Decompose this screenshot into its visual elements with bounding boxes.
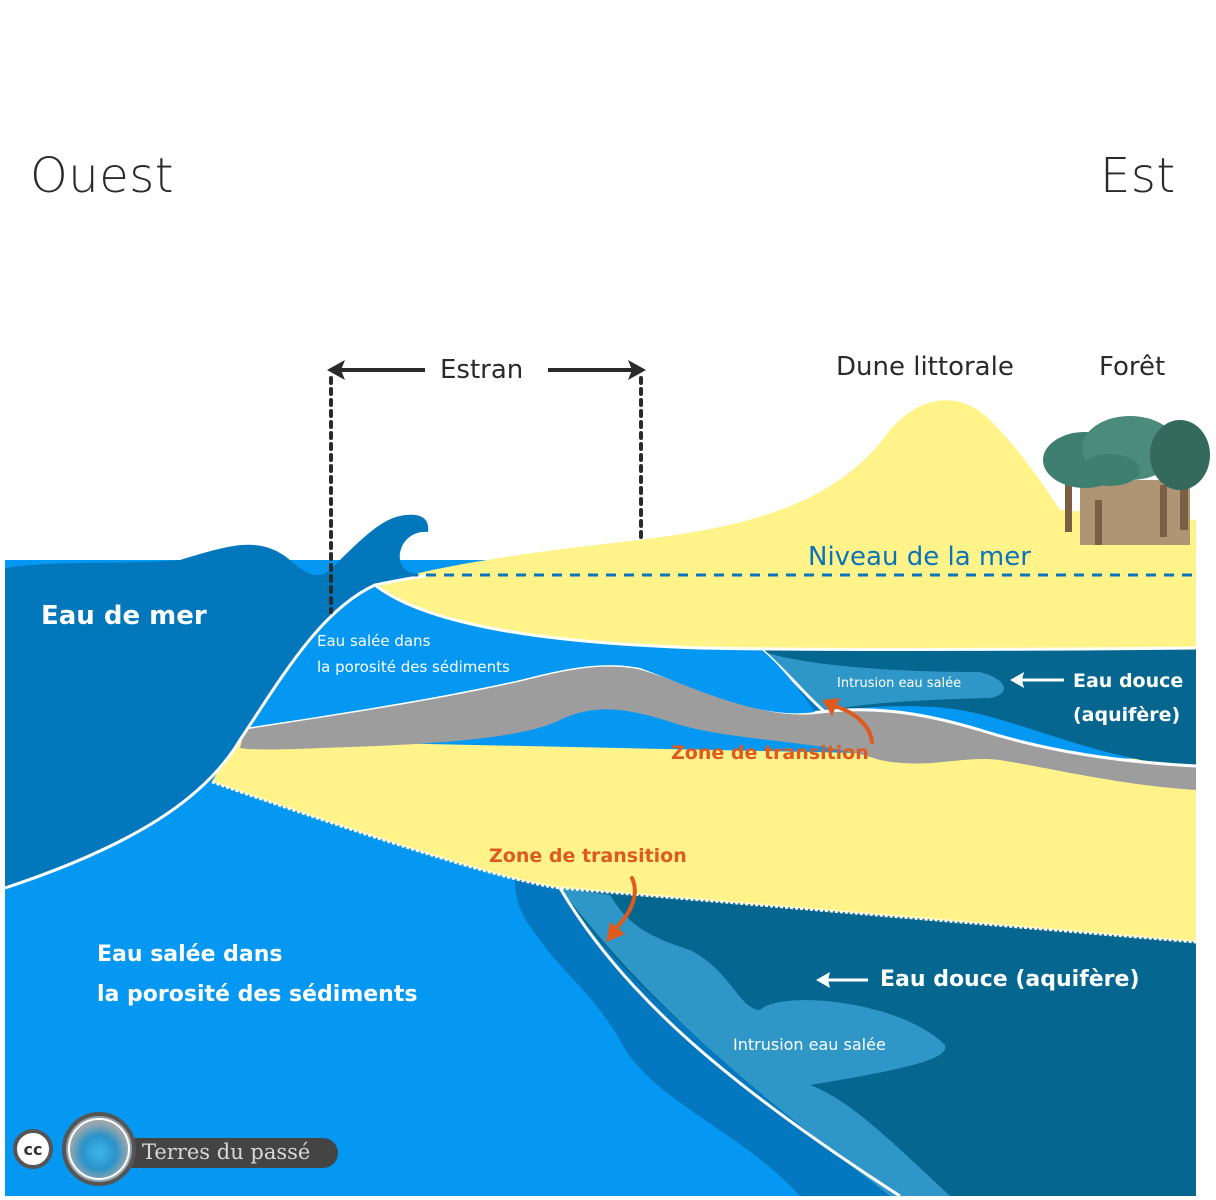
label-eau-douce-upper-2: (aquifère) [1073, 704, 1181, 726]
transition-arrow-upper [830, 703, 874, 744]
label-eau-de-mer: Eau de mer [41, 601, 207, 631]
transition-arrowhead-lower-icon [606, 922, 625, 942]
logo-bar [110, 1138, 338, 1168]
salt-intrusion-upper [765, 652, 1004, 712]
label-intrusion-upper: Intrusion eau salée [837, 676, 962, 691]
globe-icon [62, 1112, 136, 1186]
transition-arrow-lower [612, 876, 637, 932]
label-eau-salee-large-1: Eau salée dans [97, 942, 283, 967]
label-zone-transition-lower: Zone de transition [489, 845, 687, 867]
logo-text: Terres du passé [142, 1140, 311, 1164]
forest-icon [1043, 416, 1210, 545]
label-eau-salee-small-2: la porosité des sédiments [317, 658, 510, 676]
sea-water [5, 514, 430, 888]
transition-dotted-line-lower [211, 780, 1197, 944]
label-eau-salee-large-2: la porosité des sédiments [97, 982, 418, 1007]
label-eau-douce-upper-1: Eau douce [1073, 670, 1184, 692]
label-zone-transition-upper: Zone de transition [671, 742, 869, 764]
flow-arrowhead-upper-icon [1010, 672, 1024, 688]
flow-arrowhead-lower-icon [816, 972, 830, 988]
direction-west: Ouest [30, 148, 175, 204]
clay-layer [240, 665, 1196, 790]
cc-license-icon: cc [13, 1129, 53, 1169]
label-eau-douce-lower: Eau douce (aquifère) [880, 967, 1140, 992]
estran-arrowhead-right-icon [628, 360, 646, 380]
sand-layer-lower [212, 740, 1196, 942]
label-foret: Forêt [1099, 352, 1166, 382]
beach-bottom-line [374, 583, 1197, 651]
label-dune: Dune littorale [836, 352, 1014, 382]
salt-sediment-upper [245, 585, 815, 728]
label-eau-salee-small-1: Eau salée dans [317, 632, 431, 650]
estran-arrowhead-left-icon [327, 360, 345, 380]
seabed-line [4, 573, 431, 890]
boundary-line-lower [558, 887, 901, 1198]
sand-dune [375, 400, 1196, 650]
direction-east: Est [1100, 148, 1176, 204]
label-sea-level: Niveau de la mer [808, 542, 1031, 572]
salt-intrusion-lower [560, 888, 950, 1196]
label-intrusion-lower: Intrusion eau salée [733, 1035, 886, 1054]
label-estran: Estran [440, 355, 524, 385]
transition-arrowhead-upper-icon [822, 698, 840, 716]
